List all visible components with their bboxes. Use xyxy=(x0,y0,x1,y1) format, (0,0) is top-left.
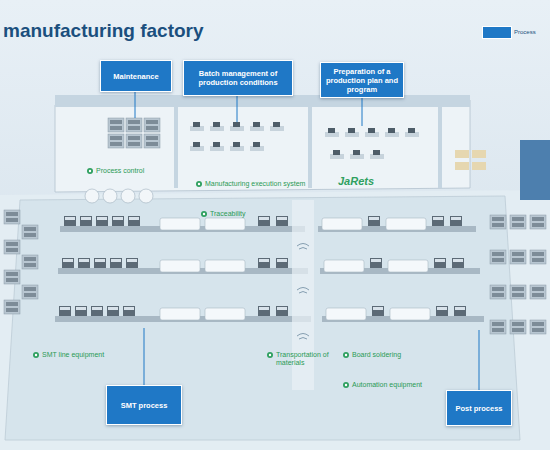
process-box: SMT process xyxy=(106,385,182,425)
partition-wall xyxy=(438,100,442,188)
box-label: Post process xyxy=(455,404,502,413)
wireless-mark xyxy=(297,334,309,340)
function-label: Process control xyxy=(96,167,144,175)
box-label: Preparation of a production plan and pro… xyxy=(324,67,400,94)
leader-line xyxy=(479,330,480,390)
box-label: Maintenance xyxy=(113,72,158,81)
post-line xyxy=(320,258,480,274)
reel-storage xyxy=(121,189,135,203)
partition-wall xyxy=(174,100,178,188)
function-label: Transportation of materials xyxy=(276,351,338,367)
office-area xyxy=(55,100,470,192)
function-label: Board soldering xyxy=(352,351,401,359)
parts-box xyxy=(472,162,486,170)
smt-line xyxy=(55,306,311,322)
smt-line xyxy=(58,258,308,274)
post-line xyxy=(322,306,484,322)
legend-text: Process xyxy=(514,29,536,36)
production-floor xyxy=(5,196,520,440)
diagram-title: manufacturing factory xyxy=(3,20,204,42)
process-box: Maintenance xyxy=(100,60,172,92)
parts-box xyxy=(472,150,486,158)
function-label: Traceability xyxy=(210,210,246,218)
reel-storage xyxy=(139,189,153,203)
process-box: Batch management of production condition… xyxy=(183,60,293,96)
leader-line xyxy=(237,96,238,122)
function-label: Manufacturing execution system xyxy=(205,180,305,188)
legend-swatch xyxy=(482,26,512,39)
parts-box xyxy=(455,150,469,158)
box-label: SMT process xyxy=(121,401,168,410)
back-wall xyxy=(55,95,470,107)
box-label: Batch management of production condition… xyxy=(187,69,289,87)
partition-wall xyxy=(308,100,312,188)
leader-line xyxy=(144,328,145,385)
leader-line xyxy=(362,98,363,126)
function-label: Automation equipment xyxy=(352,381,422,389)
reel-storage xyxy=(103,189,117,203)
leader-line xyxy=(135,92,136,118)
reel-storage xyxy=(85,189,99,203)
floor xyxy=(0,190,550,450)
wireless-mark xyxy=(297,244,309,250)
warehouse-shelf xyxy=(520,140,550,200)
system-name: JaRets xyxy=(338,175,374,187)
wireless-mark xyxy=(297,288,309,294)
smt-line xyxy=(60,216,305,232)
process-box: Preparation of a production plan and pro… xyxy=(320,62,404,98)
post-line xyxy=(318,216,476,232)
parts-box xyxy=(455,162,469,170)
function-label: SMT line equipment xyxy=(42,351,104,359)
process-box: Post process xyxy=(446,390,512,426)
